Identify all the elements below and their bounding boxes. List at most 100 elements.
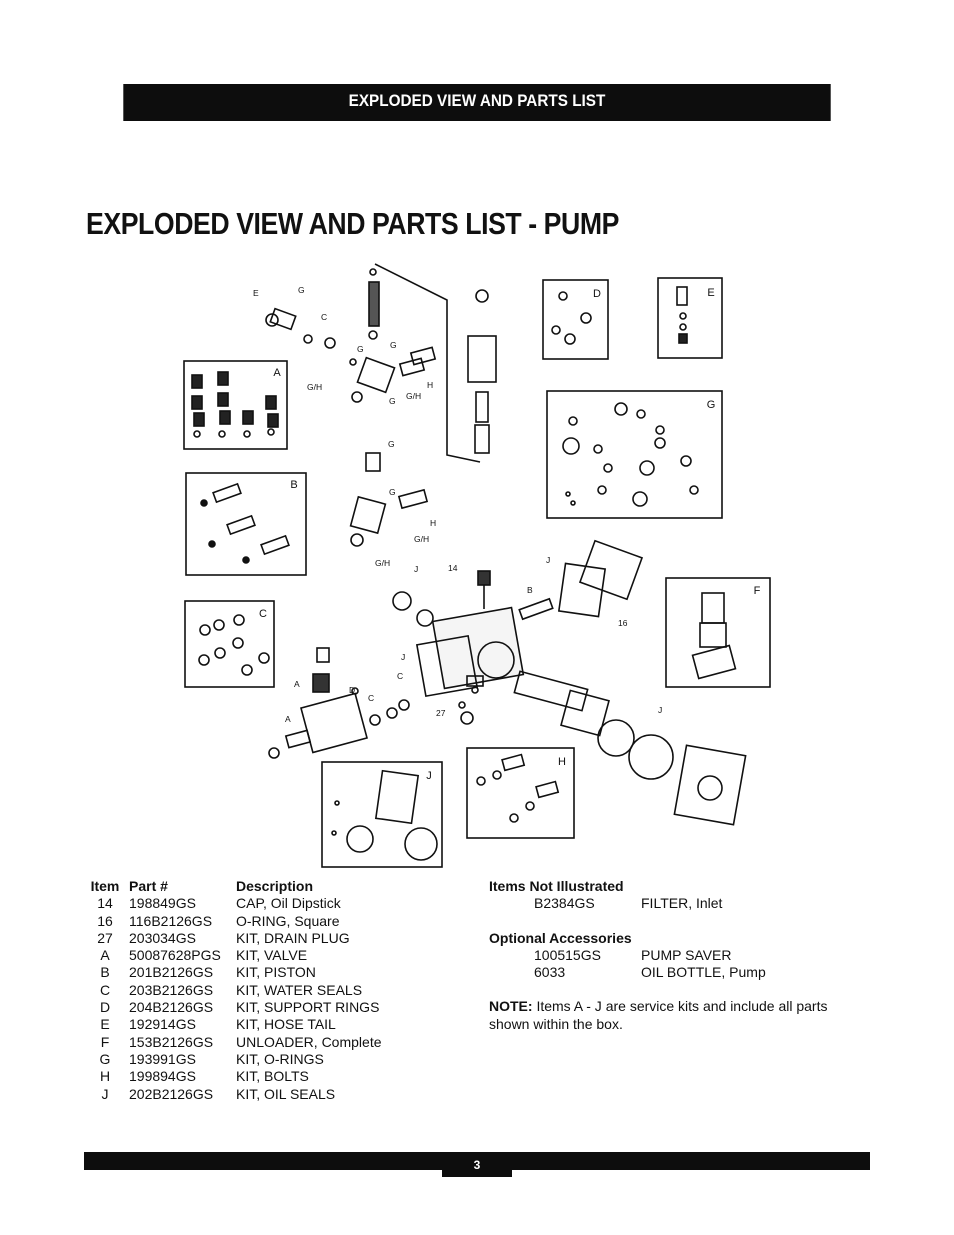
part-number: 204B2126GS (129, 999, 214, 1016)
item-number: 16 (97, 912, 113, 929)
part-number: 100515GS (534, 946, 601, 963)
callout: G (389, 396, 396, 406)
parts-list-header-row: Item Part # Description (88, 878, 436, 895)
item-number: 14 (97, 895, 113, 912)
service-kit-note: NOTE: Items A - J are service kits and i… (489, 998, 839, 1033)
part-number: 198849GS (129, 895, 196, 912)
callout: C (397, 671, 403, 681)
optional-row: 6033 OIL BOTTLE, Pump (489, 964, 839, 981)
parts-list-row: 27 203034GS KIT, DRAIN PLUG (88, 930, 436, 947)
callout: J (401, 652, 405, 662)
col-header-part: Part # (129, 878, 168, 894)
callout: G/H (406, 391, 421, 401)
callout: 16 (618, 618, 628, 628)
callout: A (294, 679, 300, 689)
kit-box-a (183, 360, 288, 450)
side-notes: Items Not Illustrated B2384GS FILTER, In… (489, 878, 839, 1033)
section-header-title: EXPLODED VIEW AND PARTS LIST (348, 91, 606, 110)
parts-list-row: J 202B2126GS KIT, OIL SEALS (88, 1086, 436, 1103)
part-number: 193991GS (129, 1050, 196, 1067)
parts-list-row: B 201B2126GS KIT, PISTON (88, 964, 436, 981)
callout: C (368, 693, 374, 703)
callout: J (546, 555, 550, 565)
item-number: J (101, 1085, 109, 1102)
callout: J (658, 705, 662, 715)
kit-box-g (546, 390, 723, 519)
kit-label-b: B (290, 479, 297, 491)
part-description: KIT, OIL SEALS (236, 1085, 336, 1102)
part-number: 202B2126GS (129, 1085, 214, 1102)
part-number: 116B2126GS (129, 912, 213, 929)
section-header-bar: EXPLODED VIEW AND PARTS LIST (123, 84, 831, 121)
kit-box-c (184, 600, 275, 688)
part-description: PUMP SAVER (641, 946, 732, 963)
item-number: 27 (97, 929, 113, 946)
kit-label-c: C (259, 608, 267, 620)
callout: H (430, 518, 436, 528)
callout: G (388, 439, 395, 449)
kit-label-d: D (593, 288, 601, 300)
part-description: O-RING, Square (236, 912, 340, 929)
note-label: NOTE: (489, 998, 533, 1015)
item-number: B (100, 964, 110, 981)
part-description: KIT, O-RINGS (236, 1050, 324, 1067)
part-description: OIL BOTTLE, Pump (641, 964, 766, 981)
page-number: 3 (442, 1152, 512, 1177)
kit-label-g: G (707, 399, 716, 411)
page-title: EXPLODED VIEW AND PARTS LIST - PUMP (86, 206, 619, 241)
part-description: KIT, PISTON (236, 964, 316, 981)
part-number: 199894GS (129, 1068, 196, 1085)
part-description: KIT, WATER SEALS (236, 981, 363, 998)
parts-list-row: G 193991GS KIT, O-RINGS (88, 1051, 436, 1068)
optional-row: 100515GS PUMP SAVER (489, 947, 839, 964)
part-description: KIT, SUPPORT RINGS (236, 999, 380, 1016)
item-number: G (99, 1050, 111, 1067)
parts-list-table: Item Part # Description 14 198849GS CAP, O… (88, 878, 436, 1103)
part-description: CAP, Oil Dipstick (236, 895, 341, 912)
kit-label-a: A (273, 367, 281, 379)
callout: 27 (436, 708, 446, 718)
callout: 14 (448, 563, 458, 573)
kit-label-e: E (707, 287, 714, 299)
callout: D (349, 685, 355, 695)
callout: G (389, 487, 396, 497)
part-number: 192914GS (129, 1016, 196, 1033)
exploded-view-diagram: A B C D E F G H J (183, 263, 771, 868)
kit-box-b (185, 472, 307, 576)
note-text: Items A - J are service kits and include… (489, 998, 828, 1032)
kit-box-f (665, 577, 771, 688)
part-number: 201B2126GS (129, 964, 214, 981)
callout: G/H (307, 382, 322, 392)
part-number: 203B2126GS (129, 981, 214, 998)
item-number: F (100, 1033, 110, 1050)
part-description: UNLOADER, Complete (236, 1033, 382, 1050)
kit-box-d (542, 279, 609, 360)
col-header-item: Item (90, 878, 120, 894)
callout: G/H (375, 558, 390, 568)
part-description: KIT, VALVE (236, 947, 308, 964)
optional-accessories-title: Optional Accessories (489, 929, 632, 946)
callout: G (298, 285, 305, 295)
callout: C (321, 312, 327, 322)
parts-list-row: 16 116B2126GS O-RING, Square (88, 913, 436, 930)
kit-box-e (657, 277, 723, 359)
callout: G (390, 340, 397, 350)
col-header-description: Description (236, 878, 314, 894)
part-description: KIT, BOLTS (236, 1068, 309, 1085)
callout: J (414, 564, 418, 574)
item-number: C (99, 981, 111, 998)
callout: A (285, 714, 291, 724)
callout: H (427, 380, 433, 390)
part-description: KIT, HOSE TAIL (236, 1016, 336, 1033)
part-description: FILTER, Inlet (641, 895, 723, 912)
part-number: 203034GS (129, 929, 196, 946)
kit-label-h: H (558, 756, 566, 768)
kit-box-j (321, 761, 443, 868)
part-description: KIT, DRAIN PLUG (236, 929, 350, 946)
part-number: 50087628PGS (129, 947, 221, 964)
